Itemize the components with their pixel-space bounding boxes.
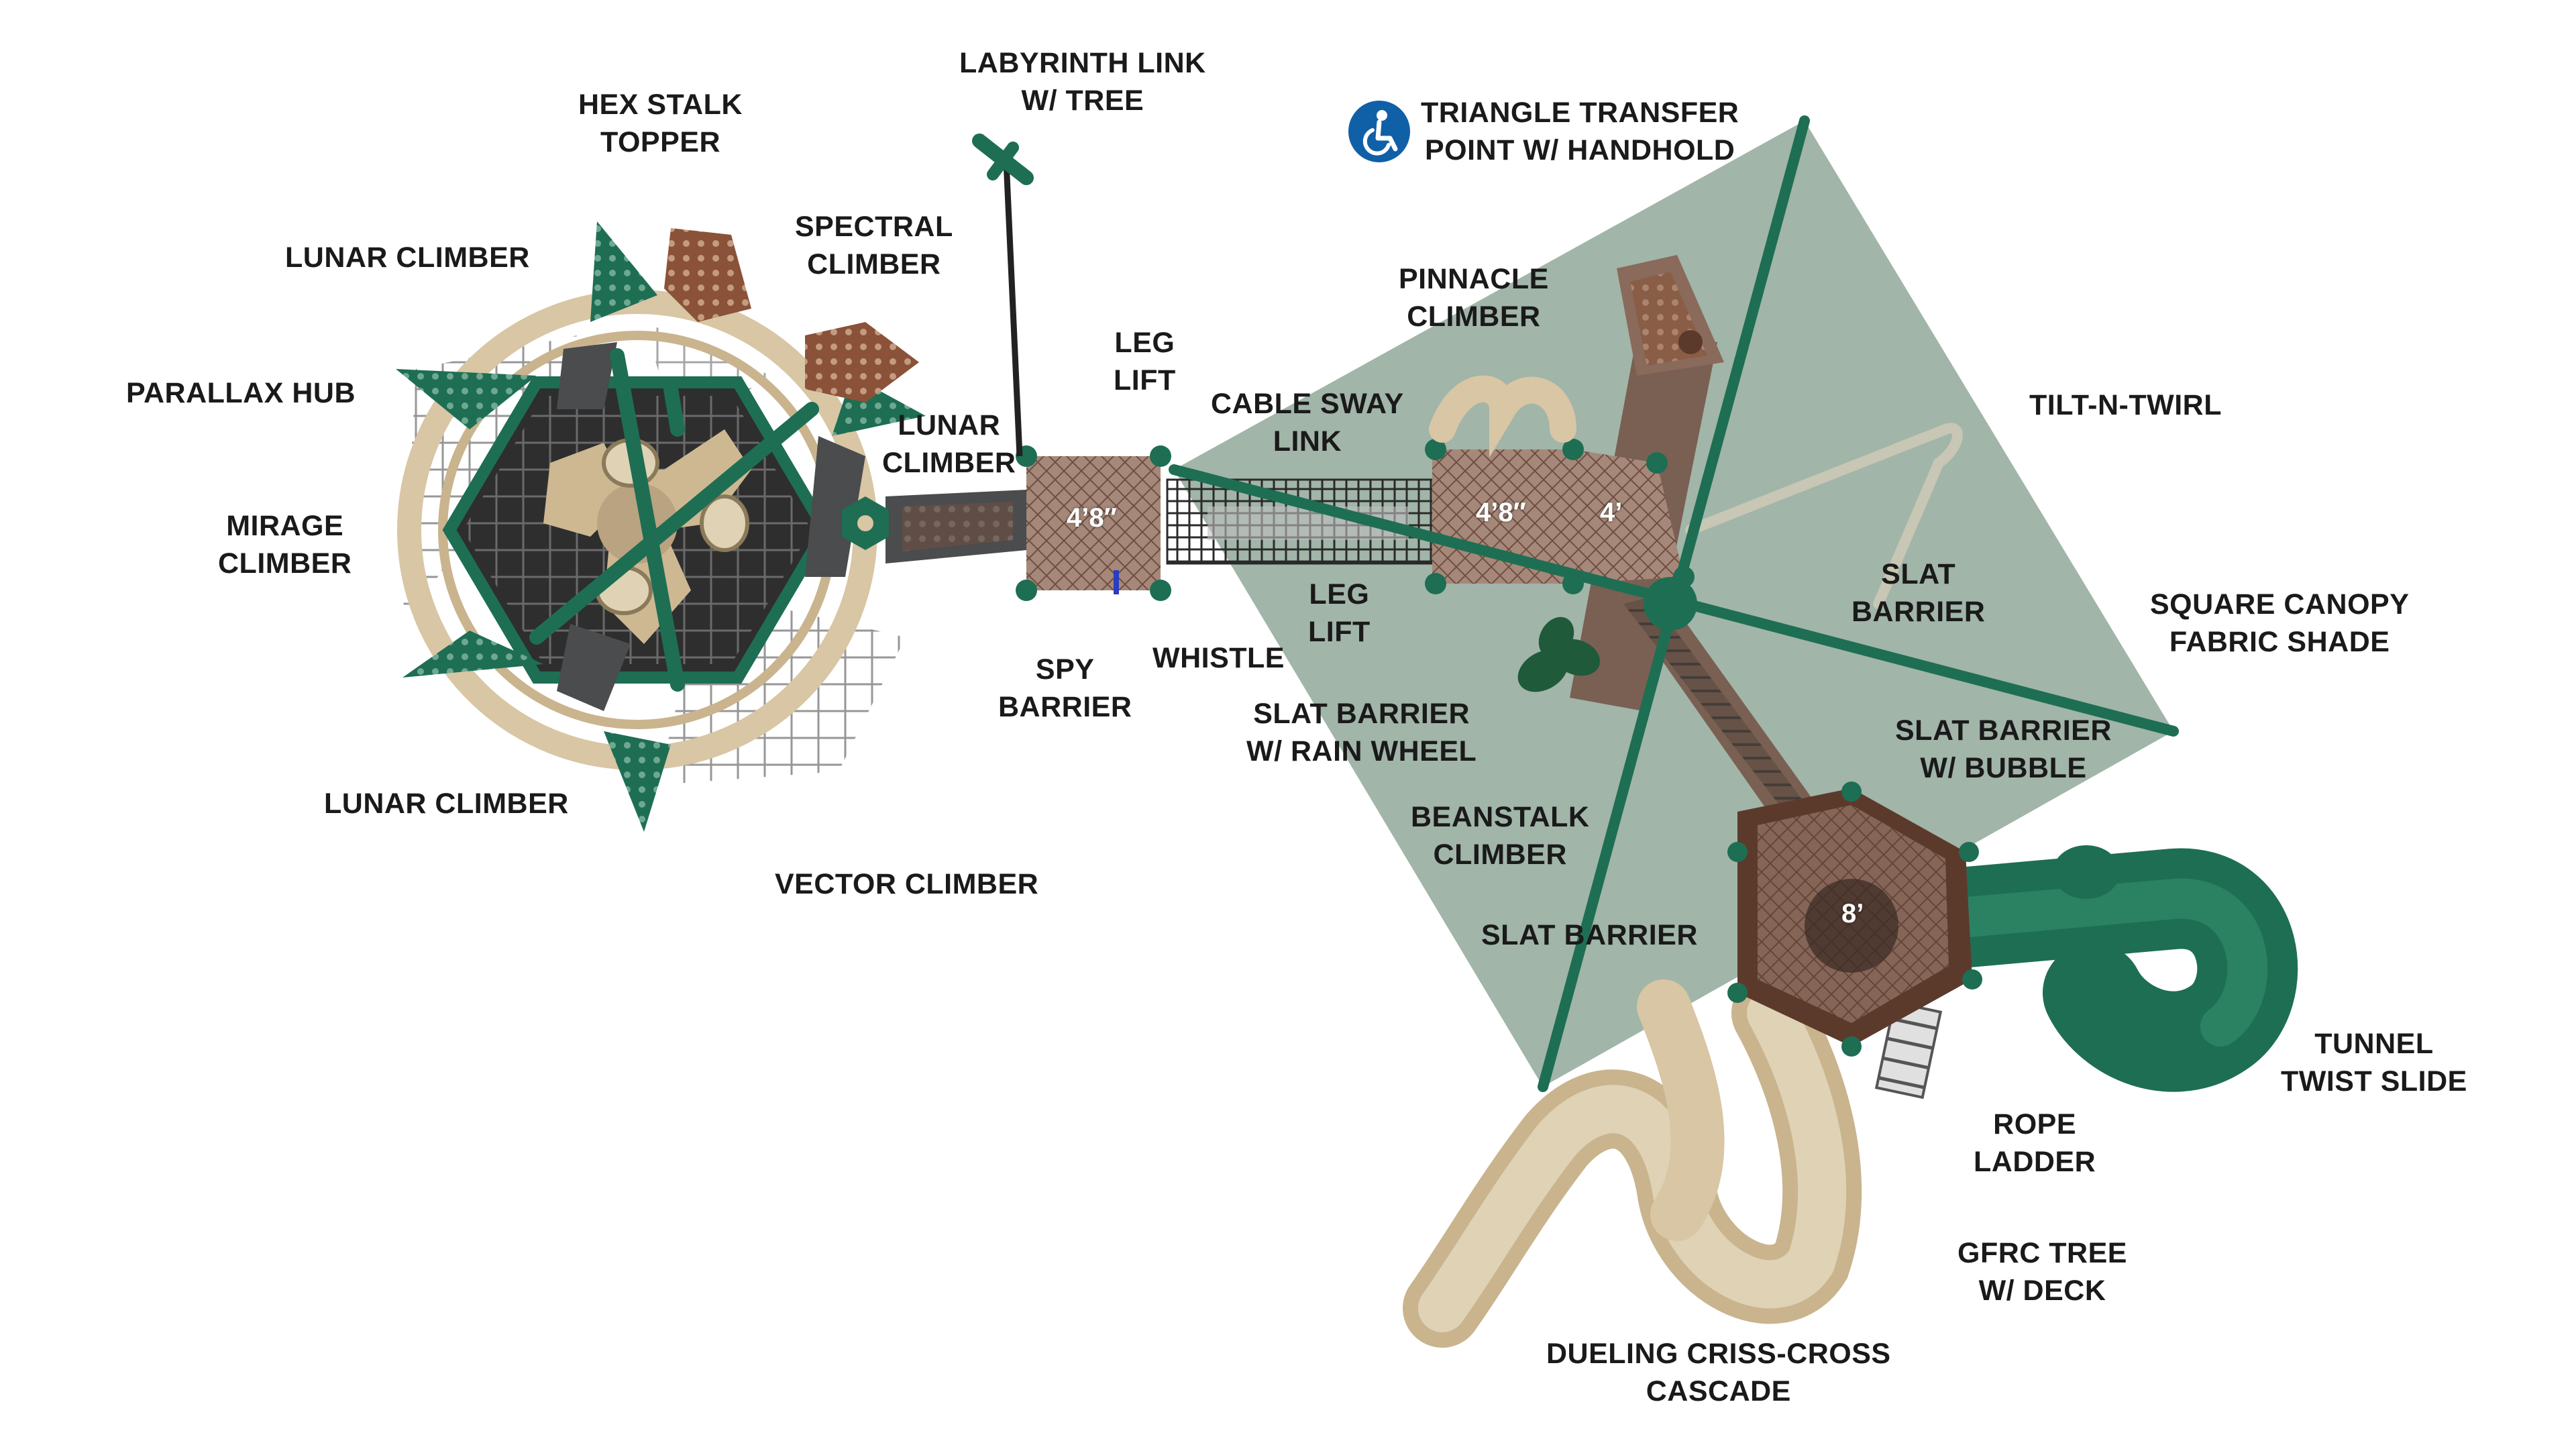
label-lunar-climber-bottom: LUNAR CLIMBER bbox=[324, 788, 569, 820]
label-lunar-climber-top: LUNAR CLIMBER bbox=[285, 241, 530, 274]
accessibility-badge bbox=[1348, 101, 1410, 162]
tunnel-twist-slide bbox=[1895, 845, 2298, 1092]
label-tilt-n-twirl: TILT-N-TWIRL bbox=[2029, 389, 2222, 421]
left-deck bbox=[1016, 445, 1171, 601]
tilt-n-twirl bbox=[1685, 423, 1963, 609]
step-deck-height: 4’ bbox=[1600, 498, 1623, 527]
middle-deck-height: 4’8″ bbox=[1476, 498, 1526, 527]
rain-wheel-leaf bbox=[1517, 616, 1600, 692]
tower-deck bbox=[1727, 782, 1982, 1057]
wheelchair-icon bbox=[1362, 110, 1398, 156]
parallax-hub-cluster bbox=[396, 221, 926, 832]
label-parallax-hub: PARALLAX HUB bbox=[126, 377, 356, 409]
dueling-criss-cross-cascade-slide bbox=[1403, 973, 1862, 1348]
label-vector-climber: VECTOR CLIMBER bbox=[775, 868, 1039, 900]
tower-deck-height: 8’ bbox=[1841, 899, 1864, 928]
cable-sway-link-bridge bbox=[1166, 478, 1444, 565]
middle-decks bbox=[1425, 439, 1695, 594]
labyrinth-link bbox=[972, 133, 1034, 457]
hex-stalk-topper-curve bbox=[1429, 375, 1576, 458]
label-whistle: WHISTLE bbox=[1152, 642, 1285, 674]
left-deck-height: 4’8″ bbox=[1067, 503, 1117, 533]
canopy-hub bbox=[1644, 577, 1697, 631]
pinnacle-climber bbox=[1617, 255, 1724, 376]
label-slat-barrier-bottom: SLAT BARRIER bbox=[1481, 919, 1698, 951]
